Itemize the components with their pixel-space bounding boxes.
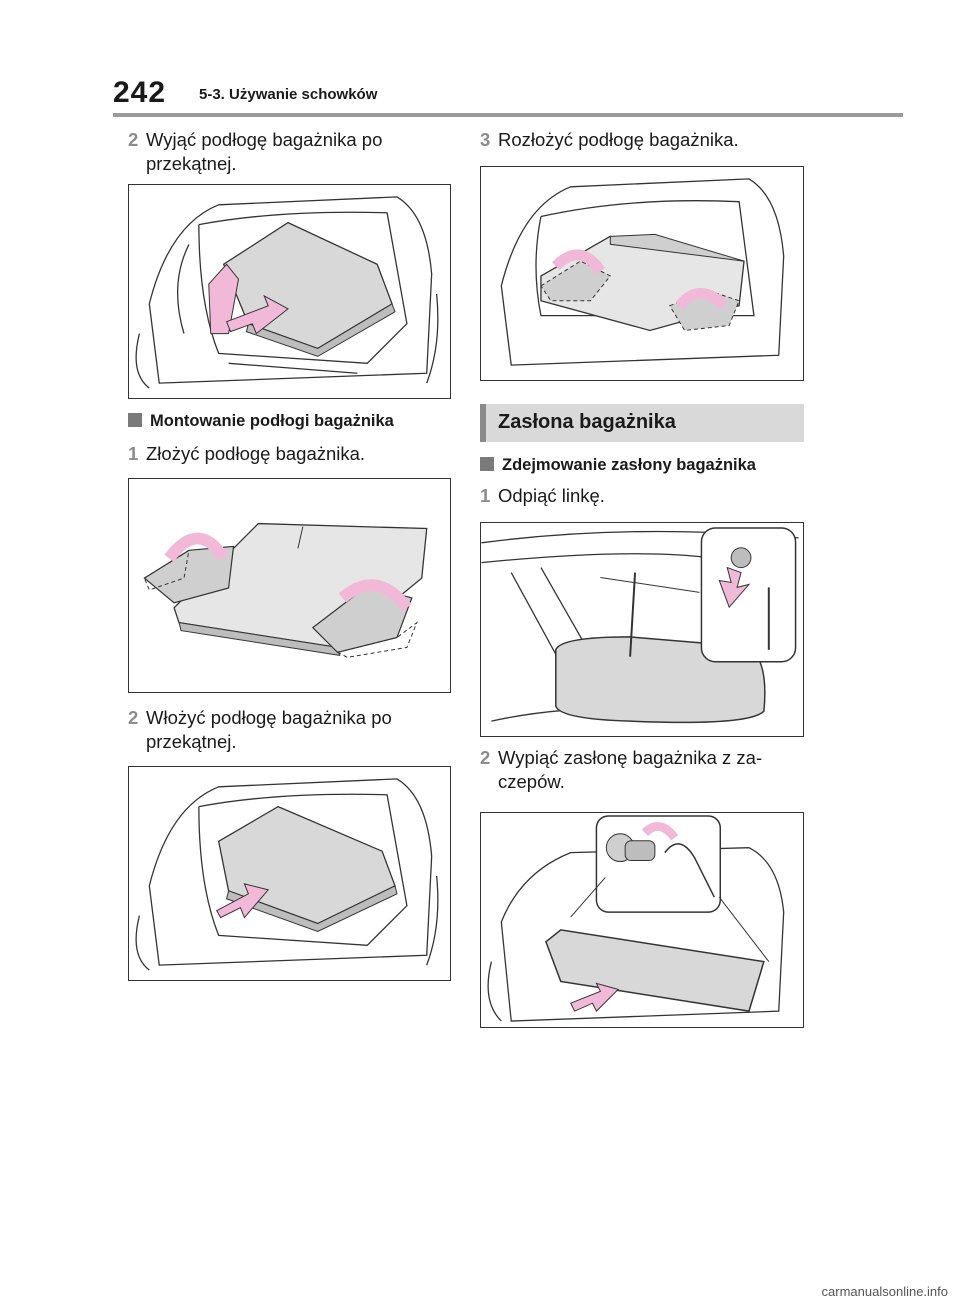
figure-unhook-strap: [480, 522, 804, 737]
subhead-text: Montowanie podłogi bagażnika: [150, 412, 394, 430]
square-bullet-icon: [480, 457, 494, 471]
step-number: 3: [480, 129, 491, 150]
step-3-unfold-floor: 3 Rozłożyć podłogę bagażnika.: [480, 128, 804, 152]
square-bullet-icon: [128, 413, 142, 427]
header-rule: [113, 113, 903, 117]
step-text: Złożyć podłogę bagażnika.: [146, 443, 366, 464]
step-1-fold-floor: 1 Złożyć podłogę bagażnika.: [128, 442, 451, 466]
subhead-text: Zdejmowanie zasłony bagażnika: [502, 456, 756, 474]
step-number: 2: [128, 129, 139, 150]
page-header: 242 5-3. Używanie schowków: [0, 0, 960, 120]
step-number: 2: [480, 747, 491, 768]
subhead-remove-cover: Zdejmowanie zasłony bagażnika: [480, 456, 756, 475]
step-text: Odpiąć linkę.: [498, 485, 605, 506]
figure-release-cover: [480, 812, 804, 1028]
step-text: Wyjąć podłogę bagażnika po przekątnej.: [146, 129, 383, 174]
step-2-remove-floor: 2 Wyjąć podłogę bagażnika po przekątnej.: [128, 128, 451, 176]
step-text: Wypiąć zasłonę bagażnika z za-czepów.: [498, 747, 763, 792]
section-title: Zasłona bagażnika: [498, 411, 676, 433]
figure-unfold-floor: [480, 166, 804, 381]
step-2-insert-floor: 2 Włożyć podłogę bagażnika po przekątnej…: [128, 706, 451, 754]
page-number: 242: [113, 76, 167, 109]
figure-remove-floor-diagonal: [128, 184, 451, 399]
step-number: 2: [128, 707, 139, 728]
step-1-unhook-strap: 1 Odpiąć linkę.: [480, 484, 804, 508]
section-title-bar: Zasłona bagażnika: [480, 404, 804, 442]
chapter-title: 5-3. Używanie schowków: [199, 86, 378, 103]
step-text: Rozłożyć podłogę bagażnika.: [498, 129, 739, 150]
step-number: 1: [480, 485, 491, 506]
step-number: 1: [128, 443, 139, 464]
step-text: Włożyć podłogę bagażnika po przekątnej.: [146, 707, 392, 752]
figure-fold-floor: [128, 478, 451, 693]
figure-insert-floor-diagonal: [128, 766, 451, 981]
footer-site: carmanualsonline.info: [821, 1284, 948, 1299]
subhead-install-floor: Montowanie podłogi bagażnika: [128, 412, 394, 431]
step-2-release-cover: 2 Wypiąć zasłonę bagażnika z za-czepów.: [480, 746, 804, 794]
